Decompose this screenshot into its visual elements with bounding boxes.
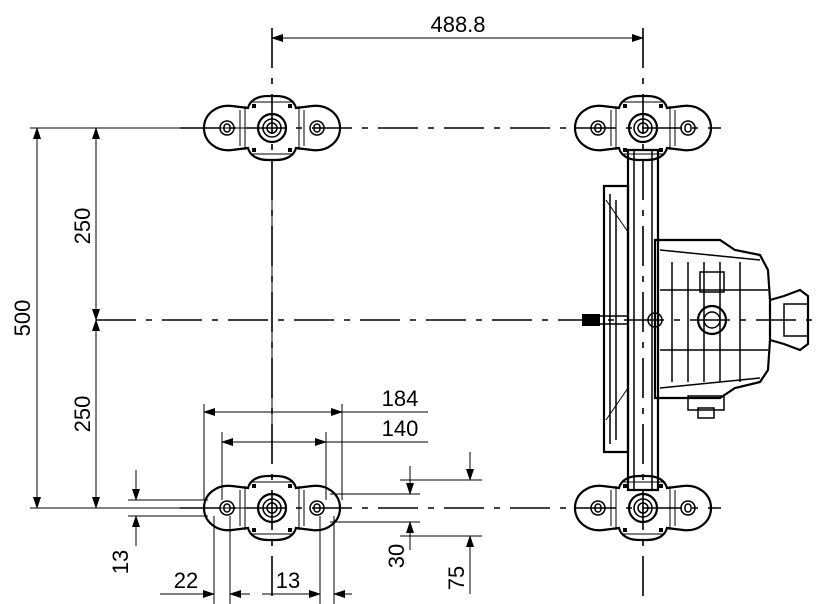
- dimension-inner-width: 140: [221, 416, 428, 500]
- dimension-lower-half: 250: [70, 319, 100, 509]
- dimension-lower-half-label: 250: [70, 396, 95, 433]
- dimension-upper-half-label: 250: [70, 208, 95, 245]
- dimension-foot-length: 75: [400, 452, 482, 594]
- dimension-offset-22: 22: [160, 516, 250, 604]
- dimension-slot-length: 30: [330, 466, 420, 568]
- motor-housing: [582, 148, 810, 492]
- dimension-slot-width: 13: [262, 516, 352, 604]
- dimension-upper-half: 250: [70, 127, 100, 321]
- dimension-slot-width-label: 13: [276, 568, 300, 593]
- dimension-outer-width: 184: [203, 386, 428, 500]
- dimension-offset-22-label: 22: [174, 568, 198, 593]
- dimension-total-height-label: 500: [10, 300, 35, 337]
- dimension-inner-width-label: 140: [382, 416, 419, 441]
- dimension-slot-height: 13: [108, 470, 208, 574]
- dimension-slot-height-label: 13: [108, 550, 133, 574]
- dimension-top-width: 488.8: [271, 12, 644, 42]
- dimension-top-width-label: 488.8: [430, 12, 485, 37]
- dimension-foot-length-label: 75: [444, 566, 469, 590]
- dimension-total-height: 500: [10, 127, 272, 509]
- dimension-outer-width-label: 184: [382, 386, 419, 411]
- dimension-slot-length-label: 30: [384, 544, 409, 568]
